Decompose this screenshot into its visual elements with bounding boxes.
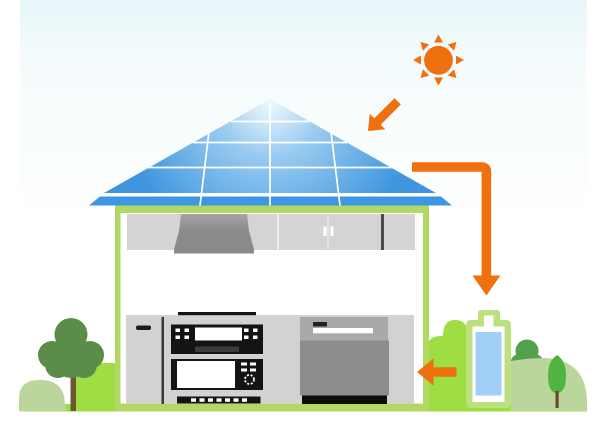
dishwasher-handle	[313, 322, 327, 327]
refrigerator-divider	[161, 317, 164, 404]
elbow-arrow-head	[472, 275, 501, 296]
house	[115, 205, 429, 412]
second-floor-window-band	[127, 214, 415, 250]
battery-notch	[484, 315, 494, 328]
range-hood	[174, 214, 254, 254]
bush-pale-left	[19, 380, 66, 411]
house-frame-top	[115, 205, 429, 213]
house-frame-left	[115, 205, 121, 411]
microwave-door	[177, 361, 235, 388]
sun-disc	[424, 45, 453, 75]
refrigerator-handle	[136, 325, 151, 330]
battery-charge-level	[475, 332, 502, 396]
window-handle-right	[330, 226, 334, 236]
tree-cone-right	[548, 355, 566, 393]
oven-top-line	[178, 312, 256, 316]
tree-trunk-left	[70, 352, 76, 411]
bush-bright-right	[427, 320, 467, 411]
roof-solar-panel	[89, 99, 452, 206]
window-divider-1	[277, 214, 280, 250]
window-handle-left	[323, 226, 327, 236]
sun-icon	[413, 34, 464, 86]
oven-display	[195, 327, 242, 341]
dishwasher-slot	[313, 328, 373, 334]
power-flow-elbow-arrow-icon	[412, 162, 501, 296]
house-frame-right	[423, 205, 429, 411]
microwave-buttons	[241, 362, 256, 372]
drawer-handles	[191, 398, 247, 402]
dishwasher-base	[302, 395, 387, 404]
house-base	[115, 403, 429, 412]
microwave-dial	[244, 374, 255, 385]
tree-trunk-right	[555, 391, 559, 408]
arrow-to-house-icon	[417, 358, 457, 386]
oven-lower-strip	[195, 346, 239, 352]
oven-buttons	[175, 328, 258, 339]
window-divider-dark	[381, 214, 384, 250]
sun-rays-icon	[413, 34, 464, 86]
dishwasher-door	[300, 340, 389, 396]
tree-foliage-left	[38, 318, 104, 378]
solar-panel-grid	[146, 104, 394, 206]
window-divider-2	[327, 214, 329, 250]
battery-storage	[466, 310, 511, 408]
sunlight-arrow-icon	[368, 98, 401, 131]
elbow-arrow-line	[412, 162, 492, 276]
